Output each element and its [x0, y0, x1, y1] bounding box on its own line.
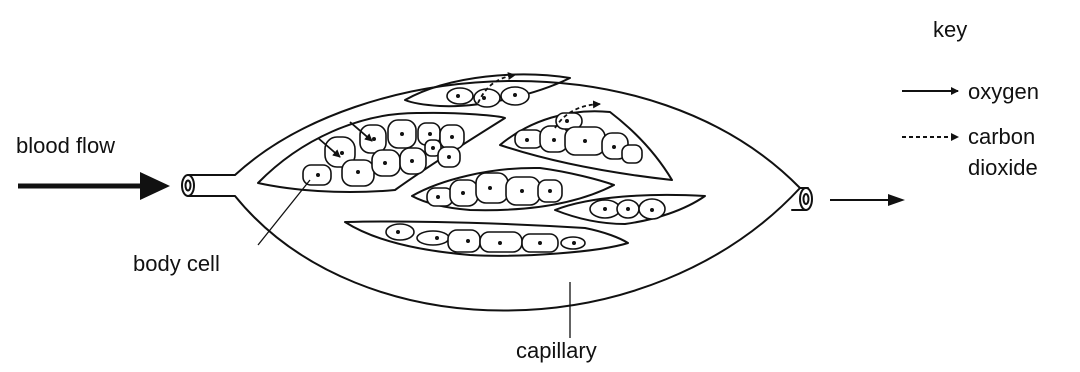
key-legend: key oxygen carbon dioxide — [902, 17, 1039, 180]
blood-flow-arrow — [18, 172, 170, 200]
outflow-arrow — [830, 194, 905, 206]
body-cell — [515, 130, 543, 148]
capillary-label: capillary — [516, 338, 597, 363]
body-cell-leader — [258, 180, 310, 245]
carbon-dioxide-key-label-line2: dioxide — [968, 155, 1038, 180]
body-cell — [622, 145, 642, 163]
key-title: key — [933, 17, 967, 42]
body-cell — [417, 231, 449, 245]
blood-flow-label: blood flow — [16, 133, 115, 158]
oxygen-key-label: oxygen — [968, 79, 1039, 104]
body-cell-label: body cell — [133, 251, 220, 276]
body-cell — [474, 89, 500, 107]
body-cell — [448, 230, 480, 252]
carbon-dioxide-key-label-line1: carbon — [968, 124, 1035, 149]
